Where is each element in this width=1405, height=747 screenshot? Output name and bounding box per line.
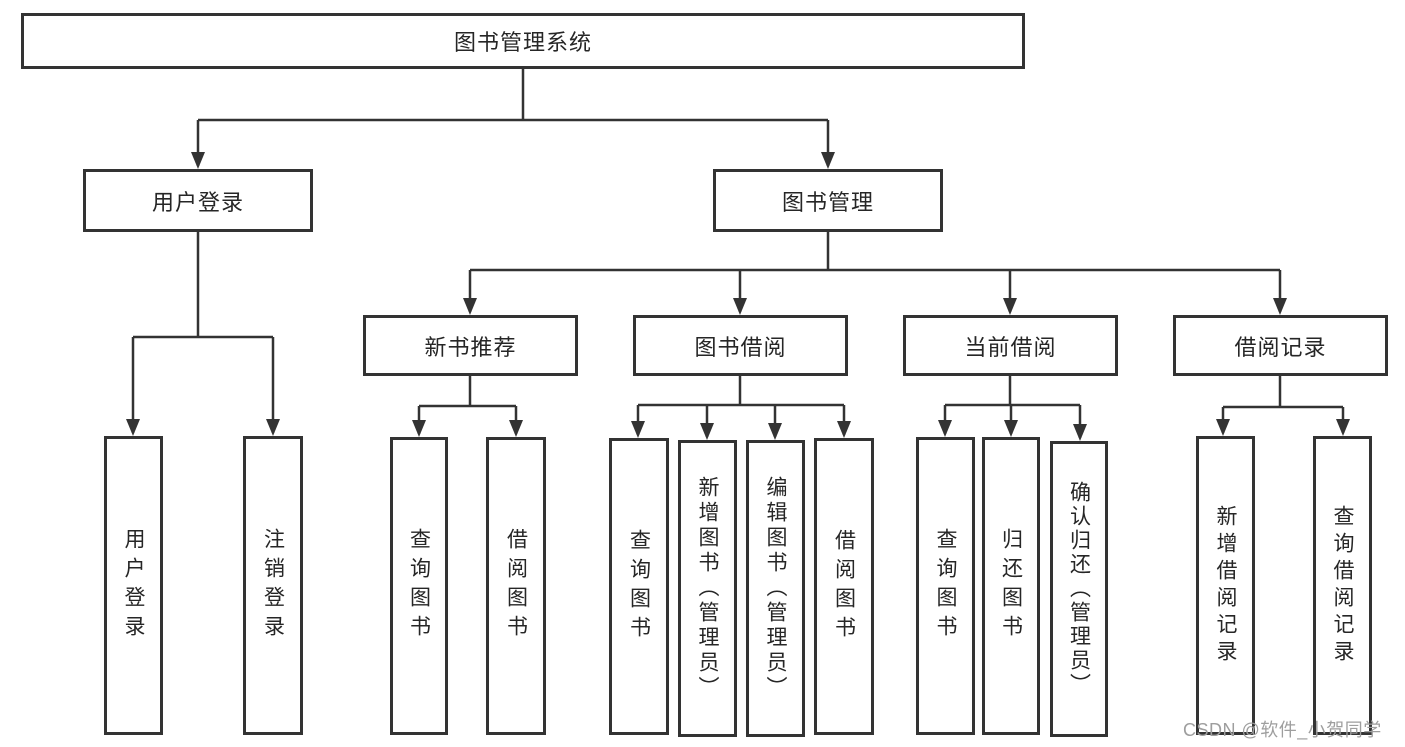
leaf-label: 确认归还（管理员） [1067,481,1091,697]
node-label: 图书借阅 [694,334,787,360]
leaf-records-query-record: 查询借阅记录 [1313,436,1372,735]
leaf-label: 查询图书 [627,528,651,645]
leaf-label: 归还图书 [999,528,1023,644]
leaf-borrow-borrow-books: 借阅图书 [814,438,874,735]
arrowhead-icon [768,423,782,440]
leaf-user-login: 用户登录 [104,436,163,735]
node-borrow-records: 借阅记录 [1173,315,1388,376]
arrowhead-icon [1004,420,1018,437]
arrowhead-icon [1216,419,1230,436]
leaf-borrow-add-books-admin: 新增图书（管理员） [678,440,737,737]
leaf-logout: 注销登录 [243,436,303,735]
node-label: 借阅记录 [1234,334,1327,360]
arrowhead-icon [1003,298,1017,315]
node-current-borrow: 当前借阅 [903,315,1118,376]
leaf-current-query-books: 查询图书 [916,437,975,735]
arrowhead-icon [509,420,523,437]
node-new-book-recommend: 新书推荐 [363,315,578,376]
node-label: 图书管理 [781,189,874,215]
node-root-system: 图书管理系统 [21,13,1025,69]
leaf-records-add-record: 新增借阅记录 [1196,436,1255,735]
leaf-label: 借阅图书 [832,528,856,645]
node-root-label: 图书管理系统 [453,30,592,55]
leaf-label: 注销登录 [261,527,285,644]
node-user-login-module: 用户登录 [83,169,313,232]
node-label: 用户登录 [151,189,244,215]
arrowhead-icon [1073,424,1087,441]
node-label: 当前借阅 [964,334,1057,360]
arrowhead-icon [463,298,477,315]
leaf-current-confirm-return-admin: 确认归还（管理员） [1050,441,1108,737]
leaf-label: 借阅图书 [504,528,528,644]
connector-line-group [131,69,1345,438]
arrowhead-icon [821,152,835,169]
leaf-borrow-edit-books-admin: 编辑图书（管理员） [746,440,805,737]
arrowhead-icon [266,419,280,436]
node-book-borrow: 图书借阅 [633,315,848,376]
arrowhead-icon [700,423,714,440]
node-book-management-module: 图书管理 [713,169,943,232]
arrowhead-icon [126,419,140,436]
leaf-current-return-books: 归还图书 [982,437,1040,735]
leaf-recommend-borrow-books: 借阅图书 [486,437,546,735]
leaf-label: 查询图书 [934,528,957,644]
arrowhead-icon [191,152,205,169]
arrowhead-icon [1273,298,1287,315]
arrowhead-icon [631,421,645,438]
leaf-label: 新增图书（管理员） [696,476,719,701]
leaf-label: 用户登录 [122,527,145,644]
arrowhead-icon [938,420,952,437]
leaf-label: 新增借阅记录 [1214,504,1237,667]
csdn-watermark: CSDN @软件_小贺同学 [1183,720,1382,740]
arrowhead-icon [412,420,426,437]
node-label: 新书推荐 [424,334,517,360]
leaf-label: 查询借阅记录 [1331,504,1354,667]
arrowhead-icon [837,421,851,438]
arrowhead-icon [1336,419,1350,436]
leaf-recommend-query-books: 查询图书 [390,437,448,735]
arrowhead-icon [733,298,747,315]
arrowhead-group [126,152,1350,441]
leaf-label: 编辑图书（管理员） [764,476,787,701]
leaf-borrow-query-books: 查询图书 [609,438,669,735]
leaf-label: 查询图书 [407,528,431,644]
